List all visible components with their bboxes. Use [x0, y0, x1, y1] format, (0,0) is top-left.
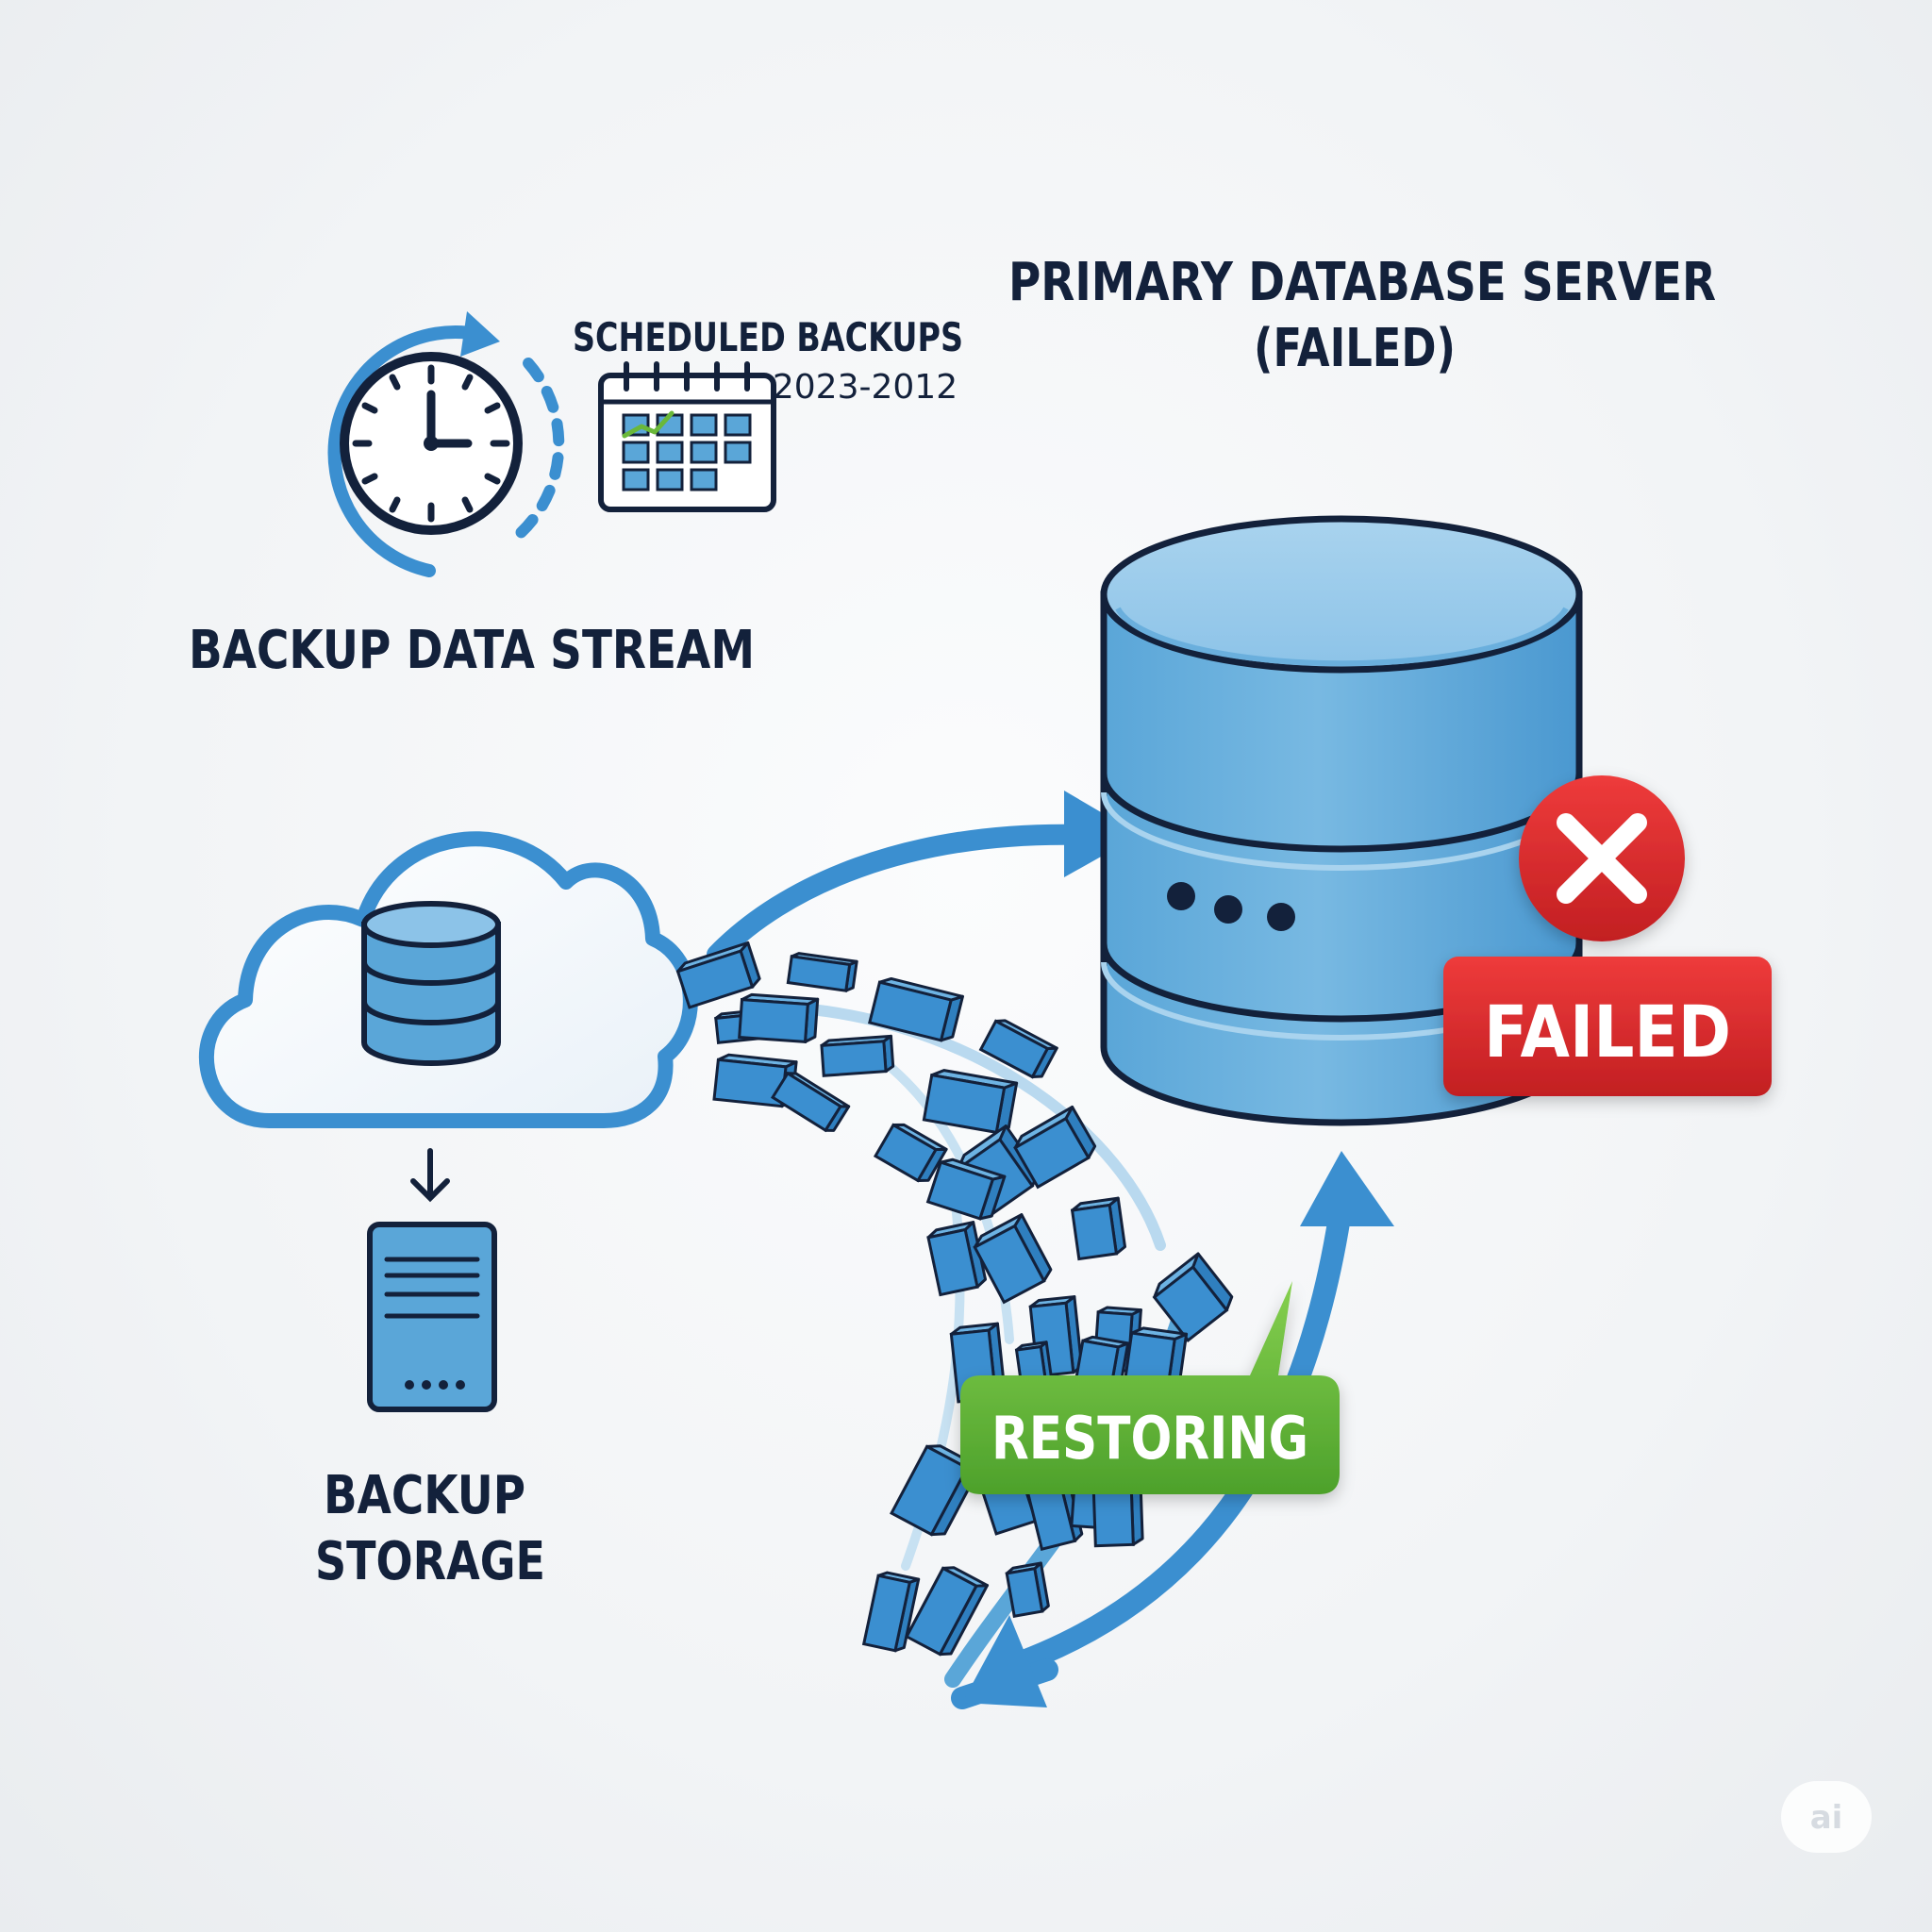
- arrow-down-icon: [410, 1148, 450, 1203]
- arrow-head-icon: [962, 1615, 1047, 1707]
- backup-storage-label-line-2: STORAGE: [315, 1531, 545, 1592]
- calendar-icon: [598, 361, 776, 512]
- data-block: [1152, 1252, 1234, 1342]
- data-stream-blocks: [675, 941, 1234, 1657]
- data-block: [820, 1034, 895, 1077]
- restoring-badge: RESTORING: [960, 1281, 1340, 1494]
- database-icon: [361, 901, 501, 1066]
- data-block: [978, 1019, 1058, 1079]
- watermark-logo: ai: [1781, 1781, 1872, 1853]
- data-block: [925, 1158, 1007, 1221]
- failed-badge: FAILED: [1443, 957, 1772, 1096]
- data-block: [922, 1069, 1019, 1135]
- watermark-text: ai: [1810, 1799, 1843, 1837]
- clock-icon: [327, 311, 565, 577]
- server-icon: [367, 1222, 497, 1412]
- backup-data-stream-label: BACKUP DATA STREAM: [189, 620, 755, 681]
- data-block: [1005, 1561, 1050, 1618]
- data-block: [873, 1123, 948, 1183]
- title-line-1: PRIMARY DATABASE SERVER: [1008, 252, 1716, 313]
- data-block: [786, 952, 858, 992]
- data-block: [868, 976, 964, 1042]
- scheduled-backups-label: SCHEDULED BACKUPS: [573, 314, 963, 360]
- restoring-label: RESTORING: [991, 1404, 1308, 1473]
- data-block: [1070, 1196, 1126, 1261]
- arrow-head-icon: [1300, 1151, 1394, 1226]
- status-dots: [1167, 882, 1295, 931]
- data-block: [926, 1221, 988, 1297]
- data-block: [973, 1213, 1053, 1305]
- data-block: [770, 1071, 851, 1133]
- error-icon: [1519, 775, 1685, 941]
- data-block: [905, 1566, 990, 1657]
- data-block: [738, 992, 820, 1043]
- failed-label: FAILED: [1484, 990, 1731, 1074]
- data-block: [1013, 1105, 1097, 1190]
- backup-storage-label-line-1: BACKUP: [324, 1465, 525, 1526]
- data-block: [675, 941, 761, 1009]
- scheduled-backups-dates: 2023-2012: [773, 368, 958, 407]
- data-block: [861, 1571, 921, 1653]
- title-line-2: (FAILED): [1254, 318, 1456, 379]
- cloud-icon: [198, 831, 698, 1128]
